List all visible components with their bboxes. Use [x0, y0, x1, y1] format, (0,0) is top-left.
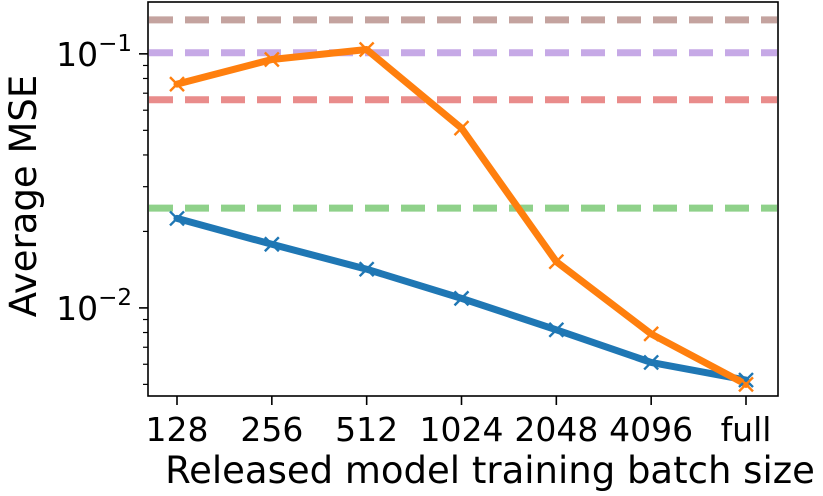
series-2-point-256: [263, 51, 280, 68]
series-2-point-2048: [548, 253, 565, 270]
x-axis-tick-labels: 128 256 512 1024 2048 4096 full: [146, 410, 772, 449]
y-tick-label-1: 10−1: [56, 31, 132, 74]
x-tick-label-512: 512: [335, 410, 398, 449]
reference-lines: [149, 16, 777, 212]
plot-frame: [147, 1, 779, 397]
x-tick-label-128: 128: [146, 410, 209, 449]
series-1-point-2048: [548, 321, 565, 338]
series-1-point-4096: [643, 354, 660, 371]
series-2-point-512: [358, 41, 375, 58]
x-tick-label-4096: 4096: [609, 410, 693, 449]
x-tick-label-256: 256: [240, 410, 303, 449]
series-1-point-512: [358, 261, 375, 278]
x-axis-ticks: [176, 396, 747, 405]
x-tick-label-2048: 2048: [514, 410, 598, 449]
x-tick-label-full: full: [721, 410, 772, 449]
series-1-point-full: [738, 372, 754, 388]
y-tick-label-2: 10−2: [56, 285, 132, 328]
series-markers: [169, 41, 754, 393]
series-2-point-1024: [453, 120, 470, 136]
y-axis-tick-labels: 10−1 10−2: [56, 31, 132, 328]
y-axis-ticks: [139, 53, 148, 385]
series-2-point-full: [738, 376, 754, 393]
x-axis-label: Released model training batch size: [165, 449, 815, 492]
x-tick-label-1024: 1024: [420, 410, 504, 449]
series-1-point-256: [263, 236, 280, 253]
series-1-point-1024: [453, 290, 470, 307]
series-2-point-4096: [643, 326, 660, 342]
y-axis-label: Average MSE: [2, 75, 45, 318]
series-1-point-128: [169, 210, 185, 227]
series-2-point-128: [169, 76, 185, 92]
